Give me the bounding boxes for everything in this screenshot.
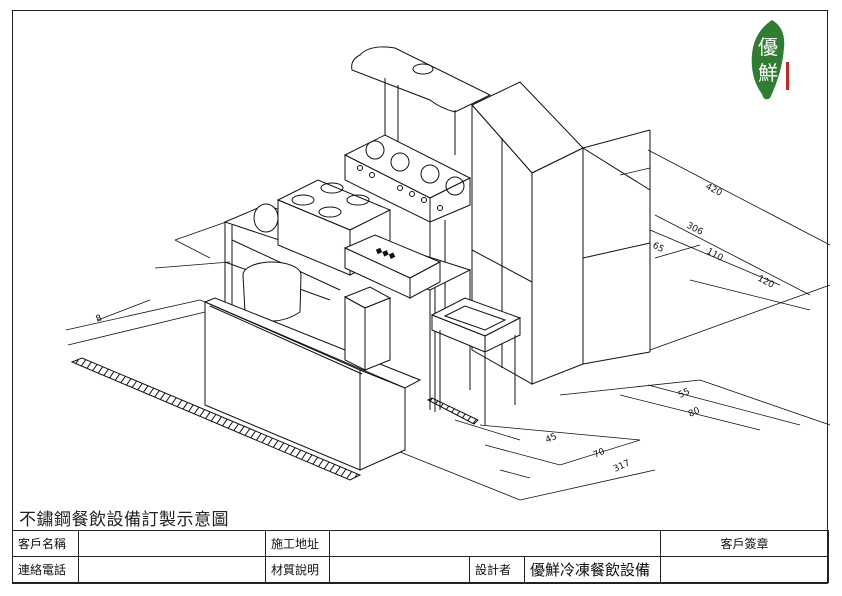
gas-range [343,134,472,330]
dim-8: 8 [95,313,104,324]
customer-name-label: 客戶名稱 [12,530,79,557]
dimension-lines [65,149,831,501]
site-address-label: 施工地址 [265,530,330,557]
sheet-title: 不鏽鋼餐飲設備訂製示意圖 [19,510,229,530]
dim-70: 70 [592,447,607,461]
dim-80: 80 [687,406,702,420]
site-address-field[interactable] [328,530,662,557]
dimension-labels: 420 306 110 65 120 55 80 45 70 317 8 [95,182,776,475]
title-block: 客戶名稱 施工地址 客戶簽章 連絡電話 材質說明 設計者 優鮮冷凍餐飲設備 [12,530,830,583]
designer-value: 優鮮冷凍餐飲設備 [523,556,662,583]
dim-317: 317 [612,458,632,474]
customer-signature-field[interactable] [660,556,830,583]
logo-char-2: 鮮 [758,61,778,85]
material-field[interactable] [329,556,470,583]
stock-pot [242,261,302,322]
material-label: 材質說明 [265,556,330,583]
logo-char-1: 優 [758,35,778,59]
designer-label: 設計者 [469,556,525,583]
steamer-box: ◆◆◆ [343,234,442,299]
logo-seal [786,62,789,90]
dim-55: 55 [677,387,692,401]
dim-65: 65 [651,241,666,255]
sink [430,297,522,425]
brand-logo: 優 鮮 [751,20,789,100]
drawing-frame [12,10,828,584]
dim-120: 120 [756,274,776,291]
contact-phone-label: 連絡電話 [12,556,79,583]
side-cabinet [343,286,392,371]
customer-name-field[interactable] [78,530,266,557]
dim-45: 45 [544,432,559,446]
exhaust-hood [351,46,492,155]
dim-420: 420 [704,182,724,199]
customer-signature-label: 客戶簽章 [660,530,830,557]
contact-phone-field[interactable] [78,556,266,583]
